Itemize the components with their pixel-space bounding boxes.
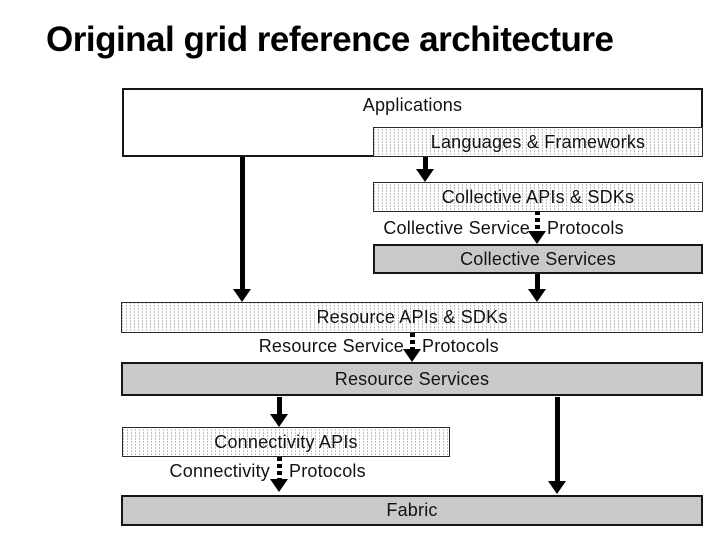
resource-service-protocols-label-right: Protocols [422, 336, 499, 356]
resource-apis-box: Resource APIs & SDKs [121, 302, 703, 333]
collective-apis-box: Collective APIs & SDKs [373, 182, 703, 212]
arrow-shaft [409, 333, 415, 352]
collective-service-protocols-label-right: Protocols [547, 218, 624, 238]
dashed-arrow-resource-protocols [402, 333, 422, 362]
connectivity-apis-label: Connectivity APIs [214, 431, 358, 452]
arrow-head [270, 479, 288, 492]
dashed-arrow-connectivity-protocols [269, 457, 289, 492]
collective-apis-label: Collective APIs & SDKs [441, 186, 635, 207]
arrow-resource-services-to-connectivity-apis [269, 397, 289, 427]
resource-apis-label: Resource APIs & SDKs [316, 307, 508, 327]
arrow-shaft [276, 457, 282, 482]
arrow-head [548, 481, 566, 494]
arrow-head [233, 289, 251, 302]
resource-services-label: Resource Services [334, 368, 490, 389]
arrow-languages-to-collective-apis [415, 157, 435, 182]
arrow-resource-services-to-fabric [547, 397, 567, 494]
arrow-shaft [239, 157, 245, 292]
collective-services-box: Collective Services [373, 244, 703, 274]
collective-service-protocols-label-left: Collective Service [383, 218, 530, 238]
fabric-box: Fabric [121, 495, 703, 526]
arrow-shaft [534, 274, 540, 292]
arrow-shaft [276, 397, 282, 417]
arrow-head [270, 414, 288, 427]
arrow-shaft [422, 157, 428, 172]
page-title: Original grid reference architecture [46, 20, 614, 59]
arrow-head [528, 289, 546, 302]
arrow-shaft [534, 211, 540, 234]
collective-services-label: Collective Services [460, 248, 616, 269]
connectivity-protocols-label-right: Protocols [289, 461, 366, 481]
languages-frameworks-label: Languages & Frameworks [430, 131, 646, 152]
applications-label: Applications [362, 95, 463, 115]
languages-frameworks-box: Languages & Frameworks [373, 127, 703, 157]
connectivity-protocols-label-left: Connectivity [169, 461, 270, 481]
arrow-applications-to-resource-apis [232, 157, 252, 302]
fabric-label: Fabric [386, 500, 438, 520]
arrow-shaft [554, 397, 560, 484]
arrow-head [403, 349, 421, 362]
arrow-collective-services-to-resource-apis [527, 274, 547, 302]
dashed-arrow-collective-protocols [527, 211, 547, 244]
arrow-head [528, 231, 546, 244]
arrow-head [416, 169, 434, 182]
connectivity-apis-box: Connectivity APIs [122, 427, 450, 457]
resource-services-box: Resource Services [121, 362, 703, 396]
resource-service-protocols-label-left: Resource Service [258, 336, 404, 356]
